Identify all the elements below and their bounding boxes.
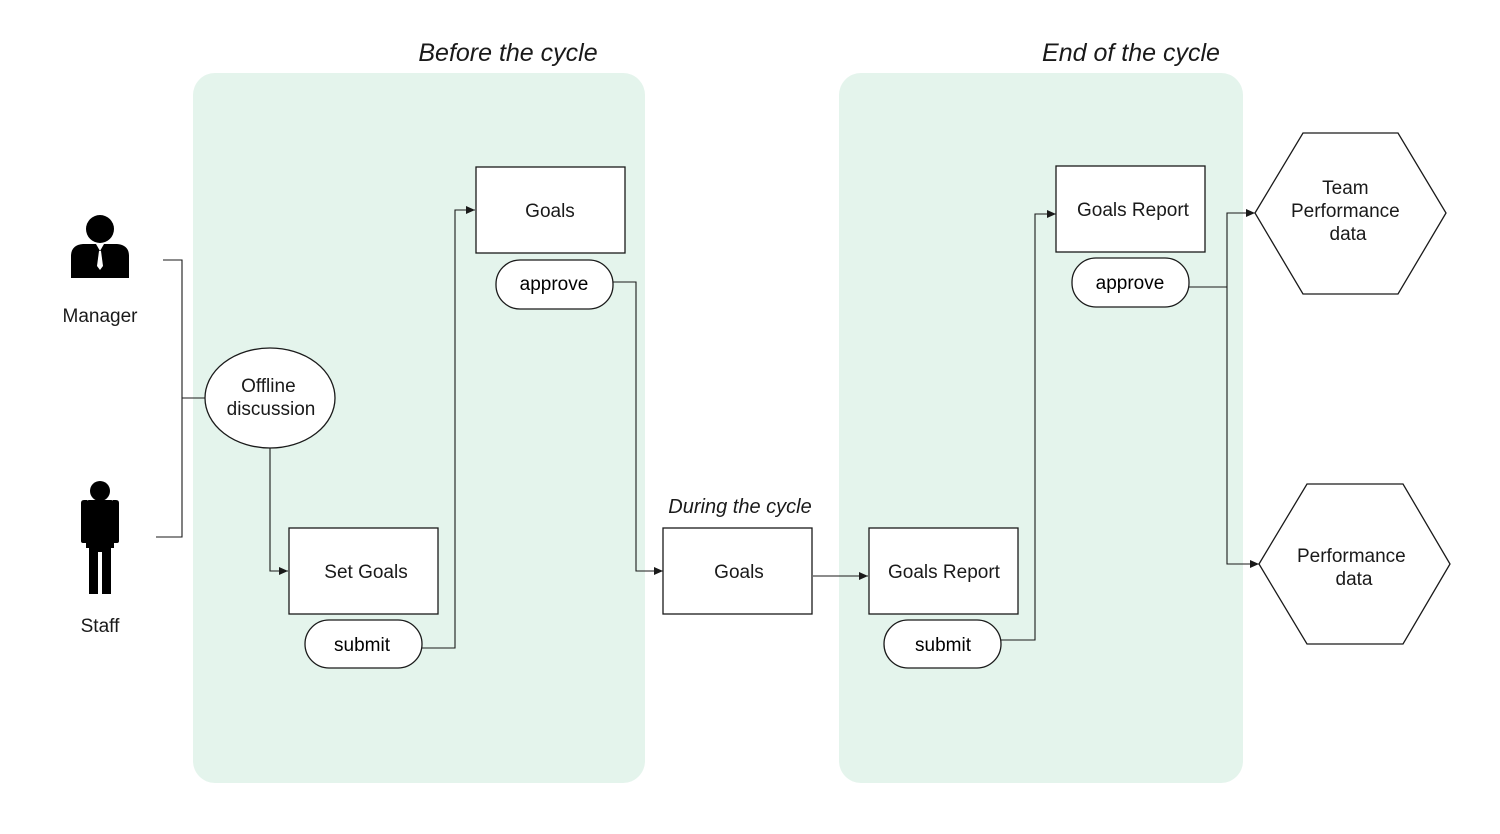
submit-to-goals-arrow [422, 206, 475, 649]
performance-data-line-2: data [1336, 569, 1373, 590]
submit-set-goals-button[interactable] [304, 619, 423, 669]
submit-goals-report-button[interactable] [883, 619, 1002, 669]
approve-goals-report-button[interactable] [1071, 257, 1190, 308]
approve-goals-report-label: approve [1096, 273, 1165, 294]
offline-discussion-line-2: discussion [227, 399, 316, 420]
offline-discussion-line-1: Offline [241, 376, 296, 397]
staff-label: Staff [81, 616, 120, 637]
to-performance-data-arrow [1226, 287, 1259, 568]
goals-report-end-node [1055, 165, 1206, 253]
team-performance-line-2: Performance [1291, 201, 1400, 222]
goals-report-during-node [868, 527, 1019, 615]
performance-data-node [1258, 483, 1451, 645]
goals-during-node [662, 527, 813, 615]
approve-to-goals-during-arrow [613, 281, 663, 575]
to-team-performance-arrow [1226, 209, 1255, 287]
goals-report-end-label: Goals Report [1077, 200, 1190, 221]
manager-person-icon [71, 215, 129, 278]
phase-title-during: During the cycle [668, 496, 811, 518]
approve-goals-button[interactable] [495, 259, 614, 310]
offline-discussion-node [204, 347, 336, 449]
approve-goals-label: approve [520, 274, 589, 295]
set-goals-label: Set Goals [324, 562, 407, 583]
team-performance-line-3: data [1330, 224, 1367, 245]
offline-discussion-label: Offline discussion [227, 376, 316, 420]
team-performance-data-label: Team Performance data [1291, 178, 1405, 245]
goals-before-node [475, 166, 626, 254]
performance-data-line-1: Performance [1297, 546, 1406, 567]
team-performance-data-node [1254, 132, 1447, 295]
staff-person-icon [81, 481, 119, 594]
performance-data-label: Performance data [1297, 546, 1411, 590]
goals-during-label: Goals [714, 562, 764, 583]
discussion-to-set-goals-arrow [269, 448, 288, 575]
submit-to-goals-report-arrow [1001, 210, 1056, 641]
phase-title-before: Before the cycle [418, 39, 597, 67]
actors-bracket [156, 259, 183, 538]
team-performance-line-1: Team [1322, 178, 1368, 199]
phase-title-end: End of the cycle [1042, 39, 1220, 67]
manager-label: Manager [63, 306, 139, 327]
goals-report-during-label: Goals Report [888, 562, 1001, 583]
submit-goals-report-label: submit [915, 635, 972, 656]
goals-before-label: Goals [525, 201, 575, 222]
submit-set-goals-label: submit [334, 635, 391, 656]
set-goals-node [288, 527, 439, 615]
